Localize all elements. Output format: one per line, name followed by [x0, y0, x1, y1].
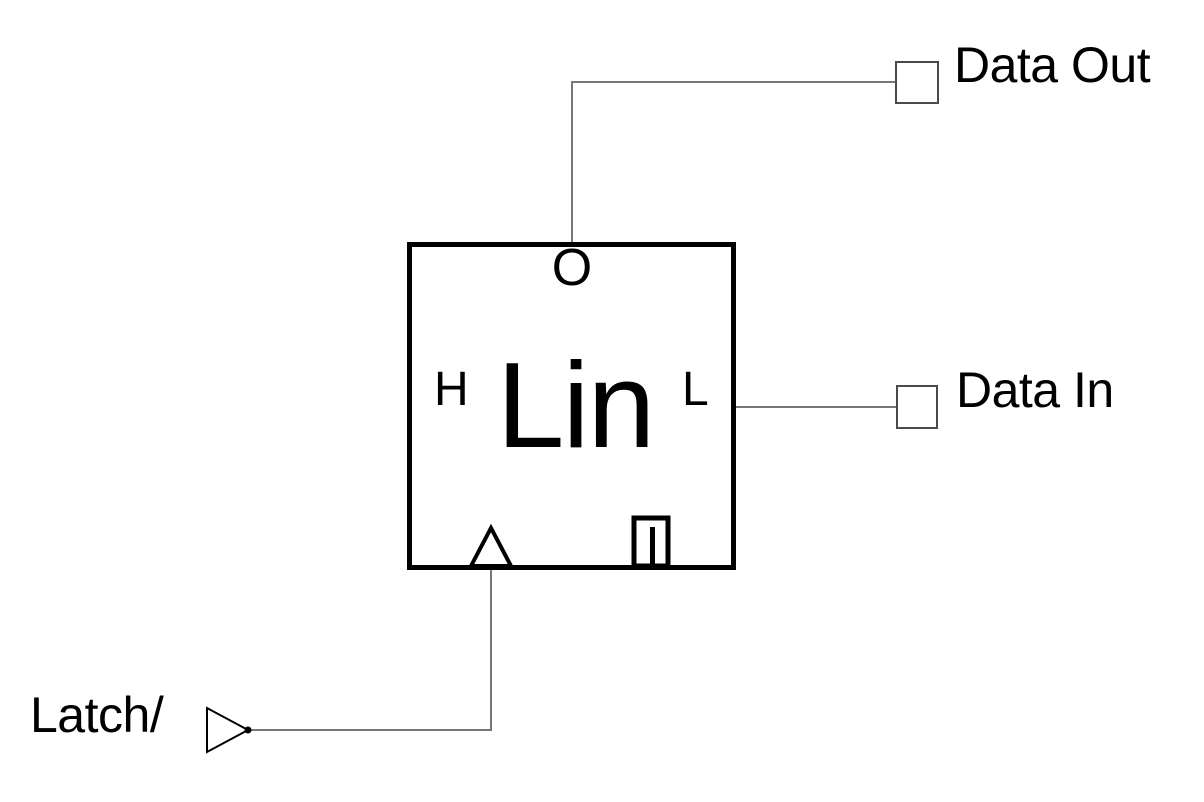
pin-label-l: L	[682, 363, 709, 416]
pin-label-h: H	[434, 363, 469, 416]
component-name-label: Lin	[496, 337, 656, 473]
buffer-triangle	[206, 706, 251, 754]
clock-edge-icon	[467, 523, 515, 568]
latch-component-box[interactable]	[407, 242, 736, 570]
wires	[248, 81, 898, 731]
data-out-terminal-square[interactable]	[895, 61, 939, 104]
buffer-output-dot	[244, 726, 252, 734]
pin-label-o: O	[551, 239, 593, 297]
latch-input-buffer-icon[interactable]	[206, 706, 252, 754]
data-in-terminal-square[interactable]	[896, 385, 938, 429]
data-out-label: Data Out	[954, 37, 1151, 93]
enable-indicator-icon	[631, 515, 671, 569]
data-in-label: Data In	[956, 362, 1114, 418]
latch-label: Latch/	[30, 687, 164, 743]
